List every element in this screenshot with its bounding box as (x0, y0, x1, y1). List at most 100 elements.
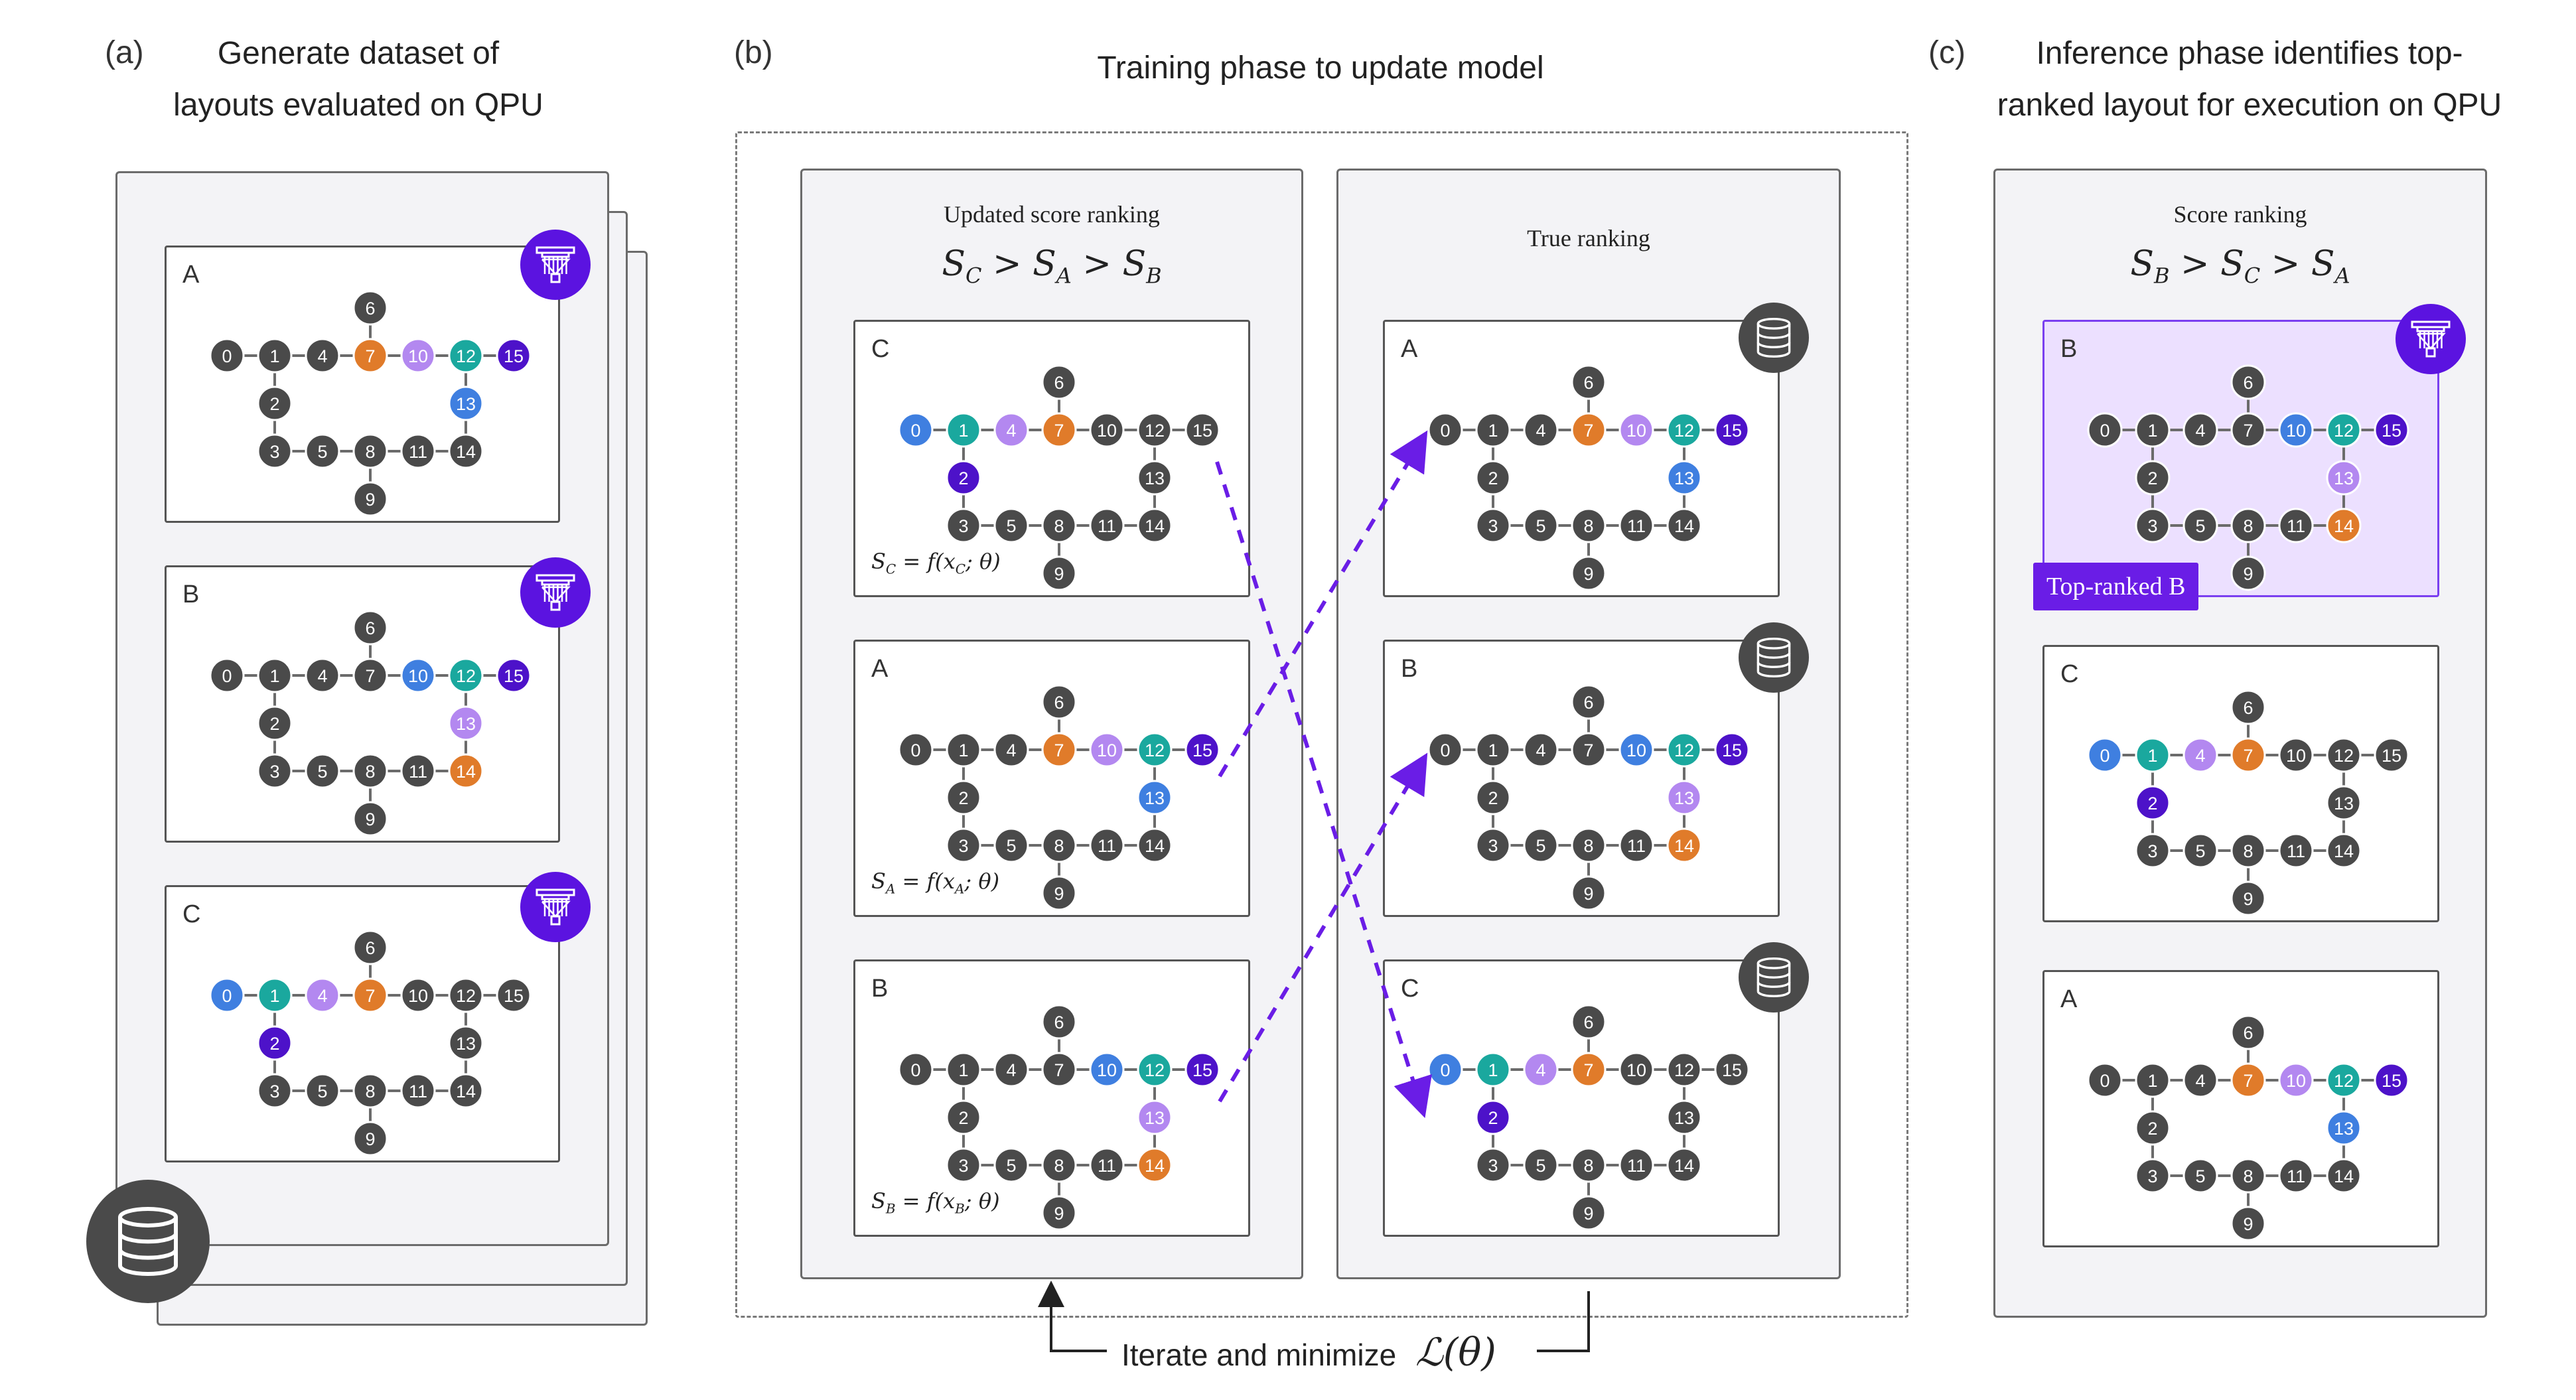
qubit-node-11: 11 (2278, 508, 2314, 543)
loss-formula: ℒ(θ) (1415, 1330, 1496, 1375)
qubit-label: 10 (1097, 421, 1117, 441)
qubit-label: 8 (1054, 836, 1064, 856)
qubit-label: 8 (1054, 516, 1064, 536)
qubit-label: 4 (2195, 1071, 2205, 1091)
qubit-label: 10 (1097, 740, 1117, 760)
qubit-node-3: 3 (257, 753, 293, 789)
qubit-label: 14 (1674, 836, 1694, 856)
qubit-label: 4 (317, 666, 327, 686)
qubit-label: 10 (408, 666, 428, 686)
qubit-label: 11 (409, 1082, 427, 1101)
qubit-node-9: 9 (352, 481, 388, 517)
qubit-node-4: 4 (305, 658, 340, 693)
qubit-node-0: 0 (209, 338, 245, 374)
qubit-node-8: 8 (352, 753, 388, 789)
qubit-label: 1 (269, 986, 279, 1006)
qubit-node-15: 15 (1184, 732, 1220, 768)
qubit-label: 3 (269, 1082, 279, 1101)
qubit-node-4: 4 (1523, 1052, 1559, 1087)
qubit-node-6: 6 (2230, 364, 2266, 400)
qubit-label: 10 (1626, 421, 1646, 441)
qubit-node-6: 6 (2230, 1015, 2266, 1050)
qubit-node-13: 13 (1137, 460, 1173, 496)
qubit-label: 9 (1583, 1204, 1593, 1224)
layout-label: C (182, 900, 201, 928)
qubit-label: 12 (456, 346, 476, 366)
qubit-label: 12 (2334, 1071, 2354, 1091)
qubit-label: 6 (1054, 693, 1064, 713)
qubit-label: 15 (504, 666, 524, 686)
qubit-label: 6 (2243, 373, 2253, 393)
qubit-node-0: 0 (1427, 732, 1463, 768)
qubit-node-3: 3 (2135, 1158, 2171, 1194)
qubit-node-8: 8 (2230, 833, 2266, 869)
qubit-label: 5 (1006, 836, 1016, 856)
qubit-node-1: 1 (1475, 732, 1511, 768)
qubit-label: 14 (2334, 841, 2354, 861)
qubit-node-15: 15 (2374, 737, 2409, 773)
qubit-label: 15 (2382, 421, 2401, 441)
qubit-label: 13 (2334, 1119, 2354, 1139)
qubit-node-9: 9 (352, 1121, 388, 1156)
qubit-node-1: 1 (946, 732, 981, 768)
qubit-label: 4 (1006, 421, 1016, 441)
score-formula-C: SC = f(xC; θ) (871, 549, 1001, 577)
qubit-label: 1 (1488, 1060, 1498, 1080)
qubit-node-2: 2 (257, 705, 293, 741)
qubit-label: 15 (1722, 1060, 1742, 1080)
qubit-node-1: 1 (1475, 1052, 1511, 1087)
layout-label: B (1401, 655, 1418, 683)
qubit-node-11: 11 (1618, 1147, 1654, 1183)
qubit-label: 14 (456, 1082, 476, 1101)
qubit-label: 0 (2100, 421, 2110, 441)
qubit-node-13: 13 (2326, 460, 2362, 496)
qubit-node-5: 5 (305, 1073, 340, 1109)
qubit-node-1: 1 (946, 1052, 981, 1087)
qubit-label: 14 (1145, 516, 1165, 536)
qubit-node-11: 11 (1089, 1147, 1125, 1183)
qubit-label: 5 (2195, 516, 2205, 536)
qubit-node-6: 6 (1041, 1004, 1077, 1040)
qubit-label: 1 (2147, 746, 2157, 766)
qubit-node-7: 7 (352, 977, 388, 1013)
qubit-label: 9 (365, 809, 375, 829)
qubit-label: 12 (1674, 1060, 1694, 1080)
qubit-label: 6 (2243, 698, 2253, 718)
qubit-label: 14 (1674, 516, 1694, 536)
qubit-label: 11 (1627, 836, 1646, 856)
qubit-label: 9 (2243, 889, 2253, 909)
qubit-label: 10 (1097, 1060, 1117, 1080)
qubit-node-8: 8 (1041, 1147, 1077, 1183)
qubit-label: 14 (2334, 1166, 2354, 1186)
qubit-label: 11 (1098, 1156, 1116, 1176)
qubit-node-10: 10 (1618, 732, 1654, 768)
qubit-node-8: 8 (1041, 508, 1077, 543)
qubit-label: 0 (1440, 1060, 1450, 1080)
qubit-label: 14 (2334, 516, 2354, 536)
top-ranked-tag: Top-ranked B (2033, 563, 2199, 610)
qubit-node-4: 4 (2182, 1062, 2218, 1098)
qubit-node-6: 6 (352, 290, 388, 326)
qubit-node-8: 8 (352, 1073, 388, 1109)
qubit-node-15: 15 (1184, 412, 1220, 448)
qubit-node-2: 2 (257, 1025, 293, 1061)
qubit-label: 6 (1054, 1013, 1064, 1032)
qubit-label: 8 (365, 1082, 375, 1101)
qubit-node-10: 10 (400, 338, 436, 374)
qubit-label: 0 (222, 986, 232, 1006)
qubit-label: 12 (1145, 421, 1165, 441)
qubit-label: 1 (2147, 421, 2157, 441)
qubit-node-9: 9 (2230, 555, 2266, 591)
qubit-node-15: 15 (1184, 1052, 1220, 1087)
qubit-node-10: 10 (1089, 1052, 1125, 1087)
qubit-label: 13 (1674, 1108, 1694, 1128)
qubit-label: 11 (409, 442, 427, 462)
qubit-node-8: 8 (352, 433, 388, 469)
qubit-node-0: 0 (2087, 1062, 2123, 1098)
qubit-node-5: 5 (1523, 508, 1559, 543)
qubit-label: 10 (2286, 421, 2306, 441)
